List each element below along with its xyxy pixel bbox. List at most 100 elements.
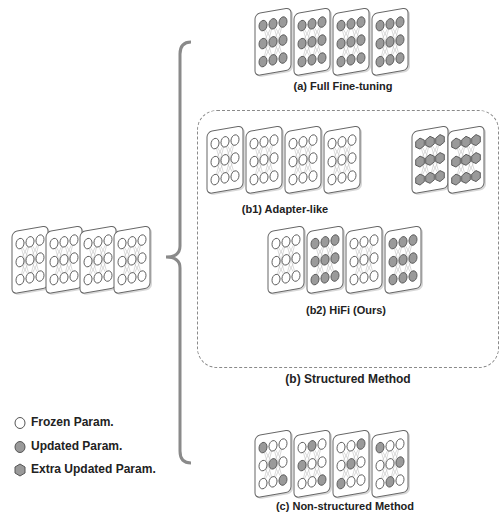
extra-param bbox=[416, 155, 425, 168]
frozen-param bbox=[308, 458, 316, 470]
updated-param bbox=[298, 56, 306, 68]
updated-param bbox=[331, 234, 339, 246]
updated-param bbox=[376, 442, 384, 454]
frozen-param bbox=[36, 252, 44, 264]
updated-param bbox=[269, 54, 277, 66]
extra-param bbox=[416, 137, 425, 150]
frozen-param bbox=[360, 272, 368, 284]
frozen-param bbox=[328, 174, 336, 186]
panel-frame bbox=[294, 8, 330, 76]
frozen-param bbox=[211, 156, 219, 168]
updated-param bbox=[259, 56, 267, 68]
frozen-param bbox=[328, 156, 336, 168]
frozen-param bbox=[60, 272, 68, 284]
frozen-param bbox=[337, 460, 345, 472]
updated-param bbox=[396, 456, 404, 468]
updated-param bbox=[269, 458, 277, 470]
frozen-param bbox=[396, 474, 404, 486]
panel-frame bbox=[80, 226, 116, 294]
frozen-param bbox=[328, 138, 336, 150]
frozen-param bbox=[289, 156, 297, 168]
frozen-param bbox=[318, 438, 326, 450]
frozen-param bbox=[350, 256, 358, 268]
hexagon-swatch bbox=[15, 464, 25, 476]
updated-param bbox=[298, 460, 306, 472]
frozen-param bbox=[370, 234, 378, 246]
param-panel bbox=[80, 225, 118, 296]
updated-param bbox=[399, 236, 407, 248]
panel-frame bbox=[372, 8, 408, 76]
frozen-param bbox=[282, 236, 290, 248]
param-panel bbox=[285, 125, 323, 196]
param-panel bbox=[372, 7, 410, 78]
updated-param bbox=[259, 442, 267, 454]
updated-param bbox=[279, 16, 287, 28]
param-panel bbox=[324, 125, 362, 196]
updated-param bbox=[298, 38, 306, 50]
updated-param bbox=[318, 34, 326, 46]
updated-param bbox=[386, 476, 394, 488]
frozen-param bbox=[309, 152, 317, 164]
frozen-param bbox=[221, 136, 229, 148]
extra-param bbox=[462, 136, 471, 149]
updated-param bbox=[357, 52, 365, 64]
updated-param bbox=[311, 256, 319, 268]
frozen-param bbox=[309, 170, 317, 182]
frozen-param bbox=[272, 256, 280, 268]
frozen-param bbox=[298, 478, 306, 490]
param-panel bbox=[255, 7, 293, 78]
param-panel bbox=[346, 225, 384, 296]
frozen-param bbox=[357, 456, 365, 468]
frozen-param bbox=[396, 438, 404, 450]
param-panel bbox=[246, 125, 284, 196]
frozen-param bbox=[270, 170, 278, 182]
param-panel bbox=[46, 225, 84, 296]
legend-swatch bbox=[15, 418, 25, 429]
frozen-param bbox=[347, 440, 355, 452]
frozen-param bbox=[386, 440, 394, 452]
frozen-param bbox=[128, 254, 136, 266]
updated-param bbox=[386, 36, 394, 48]
frozen-param bbox=[26, 236, 34, 248]
updated-param bbox=[269, 36, 277, 48]
extra-param bbox=[462, 172, 471, 185]
param-panel bbox=[294, 429, 332, 500]
legend-text: Extra Updated Param. bbox=[31, 462, 156, 476]
param-panel bbox=[372, 429, 410, 500]
frozen-param bbox=[250, 156, 258, 168]
param-panel bbox=[385, 225, 423, 296]
updated-param bbox=[259, 20, 267, 32]
frozen-param bbox=[260, 136, 268, 148]
panel-frame bbox=[207, 126, 243, 194]
frozen-param bbox=[128, 236, 136, 248]
frozen-param bbox=[250, 138, 258, 150]
updated-param bbox=[357, 16, 365, 28]
frozen-param bbox=[348, 170, 356, 182]
updated-param bbox=[311, 274, 319, 286]
updated-param bbox=[386, 18, 394, 30]
updated-param bbox=[396, 52, 404, 64]
panel-frame bbox=[307, 226, 343, 294]
frozen-param bbox=[298, 442, 306, 454]
frozen-param bbox=[376, 460, 384, 472]
param-panel bbox=[333, 7, 371, 78]
frozen-param bbox=[26, 272, 34, 284]
frozen-param bbox=[357, 474, 365, 486]
updated-param bbox=[376, 38, 384, 50]
frozen-param bbox=[50, 238, 58, 250]
frozen-param bbox=[270, 152, 278, 164]
frozen-param bbox=[348, 152, 356, 164]
frozen-param bbox=[318, 456, 326, 468]
param-panel bbox=[255, 429, 293, 500]
frozen-param bbox=[138, 270, 146, 282]
updated-param bbox=[279, 52, 287, 64]
panel-frame bbox=[385, 226, 421, 294]
updated-param bbox=[308, 36, 316, 48]
frozen-param bbox=[289, 138, 297, 150]
extra-param bbox=[472, 152, 481, 165]
panel-frame bbox=[448, 126, 484, 194]
group-box: (b) Structured Method bbox=[197, 110, 499, 368]
frozen-param bbox=[118, 274, 126, 286]
param-panel bbox=[294, 7, 332, 78]
frozen-param bbox=[260, 154, 268, 166]
